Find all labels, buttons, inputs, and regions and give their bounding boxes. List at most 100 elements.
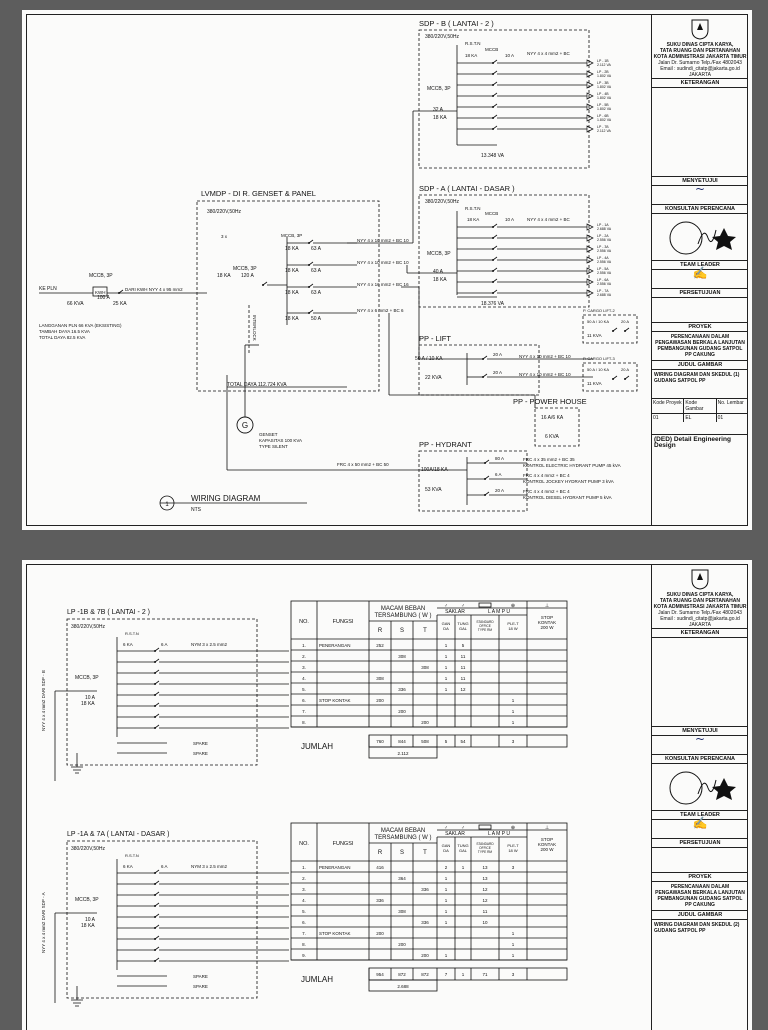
lp-branch-cable: NYM 3 x 2.5 mm2 [191, 642, 228, 647]
outgoing-cable: NYY 4 x 10 mm2 + BC 10 [357, 238, 409, 243]
langganan-line: TAMBAH DAYA 16.5 KVA [39, 329, 90, 334]
lp-spare-label: SPARE [193, 751, 208, 756]
outgoing-amp: 63 A [311, 268, 322, 274]
sdpb-load-name: LP - 2B [597, 70, 609, 74]
interlock-label: INTERLOCK [252, 315, 257, 341]
sdpb-load-name: LP - 4B [597, 92, 609, 96]
sdpb-load-va: 2.112 VA [597, 129, 612, 133]
schedule-cell: 364 [398, 876, 406, 881]
pln-mccb-ka: 25 KA [113, 301, 127, 307]
grand-total-box [368, 979, 438, 992]
lp-spare-label: SPARE [193, 984, 208, 989]
schedule-head-saklar: SAKLAR [445, 609, 465, 615]
cargo-lift-kva: 11 KVA [587, 381, 602, 386]
schedule-cell: 8. [302, 720, 306, 725]
lvmdp-rating: 380/220V,50Hz [207, 209, 242, 215]
outgoing-cable: NYY 4 x 6 mm2 + BC 6 [357, 308, 404, 313]
sdpa-load-name: LP - 2A [597, 234, 609, 238]
breaker-dot [624, 378, 626, 380]
schedule-cell: 308 [376, 676, 384, 681]
schedule-cell: 1 [512, 720, 515, 725]
genset-line: TYPE SILENT [259, 444, 288, 449]
sdpa-load-va: 2.688 VA [597, 227, 612, 231]
sdpa-branch-a: 10 A [505, 217, 514, 222]
keterangan-area [652, 638, 748, 726]
lamp-icon: ⊕ [511, 825, 515, 831]
agency-email: Email : sudindi_citatp@jakarta.go.id [660, 66, 740, 72]
lp-branch-a: 6 A [161, 864, 168, 869]
schedule-cell: 1 [512, 953, 515, 958]
persetujuan-heading: PERSETUJUAN [652, 288, 748, 298]
sdpb-load-name: LP - 3B [597, 81, 609, 85]
schedule-cell: 1 [445, 953, 448, 958]
grand-total: 2.688 [397, 984, 409, 989]
persetujuan-area [652, 298, 748, 310]
schedule-head-tunggal-2: GAL [459, 848, 468, 853]
sdpb-rating: 380/220V,50Hz [425, 34, 460, 40]
sdpa-load-name: LP - 6A [597, 278, 609, 282]
jumlah-total: 7 [445, 972, 448, 977]
pplift-branch-cable: NYY 4 x 10 mm2 + BC 10 [519, 372, 571, 377]
jumlah-total: 3 [512, 972, 515, 977]
incoming-cable: DARI KWH NYY 4 x 95 mm2 [125, 287, 183, 292]
schedule-head-plet: PLE-T [507, 843, 519, 848]
schedule-cell: 10 [482, 920, 488, 925]
jumlah-label: JUMLAH [301, 975, 333, 984]
pphyd-title: PP - HYDRANT [419, 440, 472, 449]
schedule-cell: 308 [398, 909, 406, 914]
sdpb-load-name: LP - 5B [597, 103, 609, 107]
schedule-cell: 8. [302, 942, 306, 947]
jumlah-total: 1 [462, 972, 465, 977]
load-arrow [586, 245, 594, 253]
sdpa-rstn: R.S.T.N [465, 206, 481, 211]
schedule-cell: 1 [445, 876, 448, 881]
schedule-head-fungsi: FUNGSI [333, 619, 354, 625]
load-arrow [586, 289, 594, 297]
schedule-cell: 4. [302, 676, 306, 681]
schedule-head-watt: 200 W [540, 625, 554, 630]
schedule-cell: 11 [461, 676, 466, 681]
sdpb-rstn: R.S.T.N [465, 41, 481, 46]
schedule-cell: STOP KONTAK [319, 931, 351, 936]
total-daya: TOTAL DAYA 112.724 KVA [227, 382, 287, 388]
schedule-cell: 200 [376, 931, 384, 936]
lp-spare-label: SPARE [193, 974, 208, 979]
schedule-head-s: S [400, 850, 404, 856]
fluorescent-lamp-icon [478, 602, 492, 608]
schedule-cell: 3. [302, 665, 306, 670]
consultant-stamp [652, 764, 748, 810]
schedule-head-tunggal-2: GAL [459, 626, 468, 631]
sdpa-load-va: 2.556 VA [597, 271, 612, 275]
consultant-stamp [652, 214, 748, 260]
schedule-cell: 1 [512, 931, 515, 936]
ke-pln-label: KE PLN [39, 286, 57, 292]
schedule-cell: 252 [376, 643, 384, 648]
sdpb-title: SDP - B ( LANTAI - 2 ) [419, 19, 494, 28]
schedule-head-no: NO. [299, 841, 309, 847]
switch-single-icon: ♂ [461, 603, 465, 609]
schedule-cell: 1 [445, 887, 448, 892]
schedule-head-macam-2: TERSAMBUNG ( W ) [375, 613, 432, 619]
schedule-head-ganda: GAN [442, 621, 451, 626]
pph-kva: 6 KVA [545, 434, 559, 440]
sdpb-load-va: 2.112 VA [597, 63, 612, 67]
breaker-dot [154, 672, 156, 674]
fluorescent-lamp-icon [478, 824, 492, 830]
schedule-cell: 7. [302, 931, 306, 936]
schedule-cell: 2. [302, 876, 306, 881]
lp-panel-box [66, 618, 258, 766]
sdpb-mccb-label: MCCB [485, 47, 498, 52]
lp-main-mccb: MCCB, 3P [75, 675, 99, 681]
outgoing-ka: 18 KA [285, 290, 299, 296]
keterangan-area [652, 88, 748, 176]
agency-address: Jalan Dr. Sumarno Telp./Fax 4802043 [658, 60, 742, 66]
load-arrow [586, 267, 594, 275]
schedule-cell: 12 [460, 687, 466, 692]
hydrant-cable: FRC 4 x 50 mm2 + BC 50 [337, 462, 389, 467]
sdpb-load-name: LP - 7B [597, 125, 609, 129]
sdpb-main-ka: 18 KA [433, 115, 447, 121]
drawing-meta-area [652, 386, 748, 398]
lp-feeder-label: NYY 4 x 4 mm2 DARI SDP - A [41, 892, 46, 953]
